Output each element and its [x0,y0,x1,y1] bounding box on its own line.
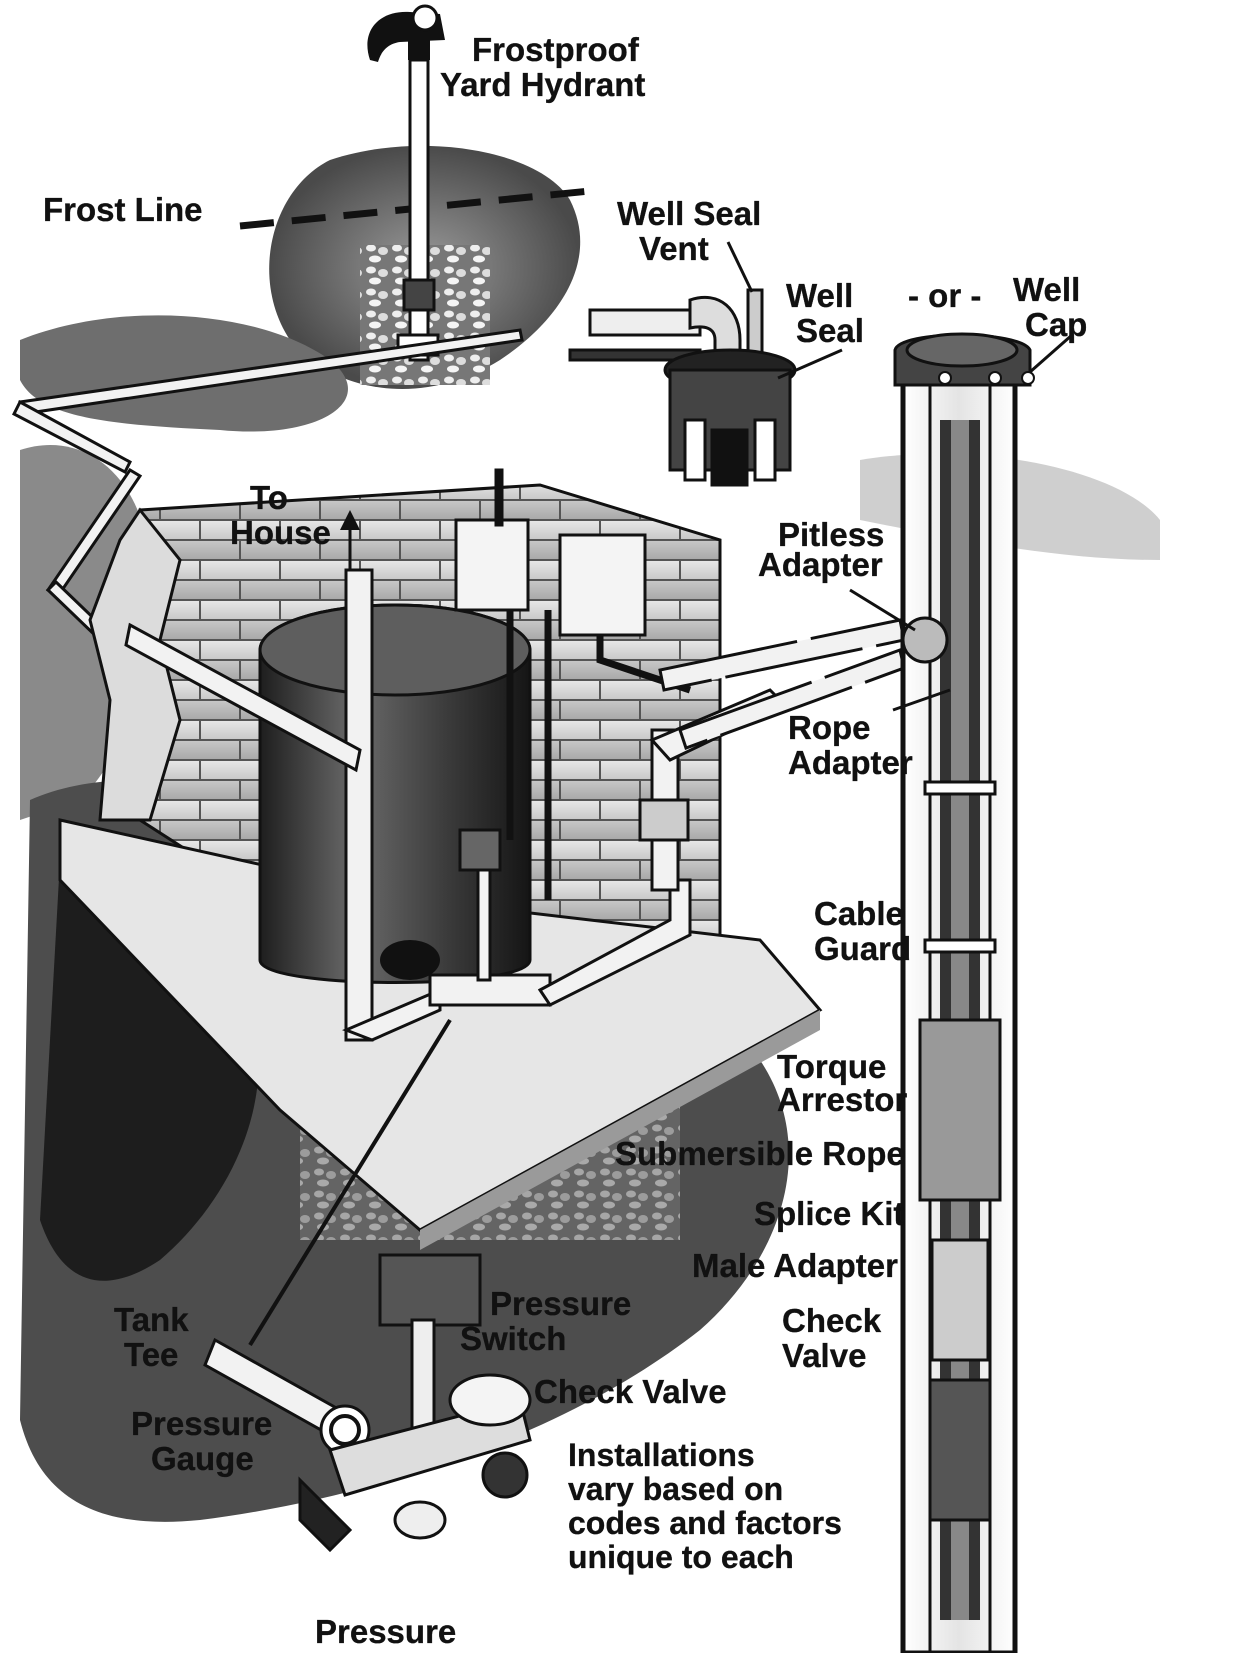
label-well-cap: Well Cap [1013,271,1088,343]
label-check-valve-well: Check Valve [782,1302,882,1374]
installations-note: Installations vary based on codes and fa… [568,1437,842,1575]
to-house-arrow [340,510,360,530]
label-or: - or - [908,277,982,314]
tank-tee-detail [203,1018,532,1553]
label-splice-kit: Splice Kit [754,1195,905,1232]
label-pitless-adapter: Pitless Adapter [758,516,885,583]
label-submersible-rope: Submersible Rope [615,1135,905,1172]
label-male-adapter: Male Adapter [692,1247,898,1284]
label-well-seal-vent: Well Seal Vent [617,195,762,267]
label-frost-line: Frost Line [43,191,203,228]
label-check-valve-tee: Check Valve [534,1373,727,1410]
label-to-house: To House [230,479,331,551]
frostproof-hydrant-drawing [367,4,445,362]
well-casing [893,332,1035,1653]
well-seal-drawing [568,288,797,487]
label-well-seal: Well Seal [786,277,864,349]
label-rope-adapter: Rope Adapter [788,709,913,781]
label-frostproof-yard-hydrant: Frostproof Yard Hydrant [440,31,646,103]
leader-lines [348,241,1073,712]
label-cable-guard: Cable Guard [814,895,912,967]
label-pressure-bottom: Pressure [315,1613,457,1650]
hydrant-supply-line [11,328,524,643]
label-pressure-gauge: Pressure Gauge [131,1405,273,1477]
label-torque-arrestor: Torque Arrestor [777,1048,908,1118]
well-supply-line [658,618,906,750]
control-boxes [454,468,692,900]
label-pressure-switch: Pressure Switch [460,1285,632,1357]
label-tank-tee: Tank Tee [114,1301,189,1373]
